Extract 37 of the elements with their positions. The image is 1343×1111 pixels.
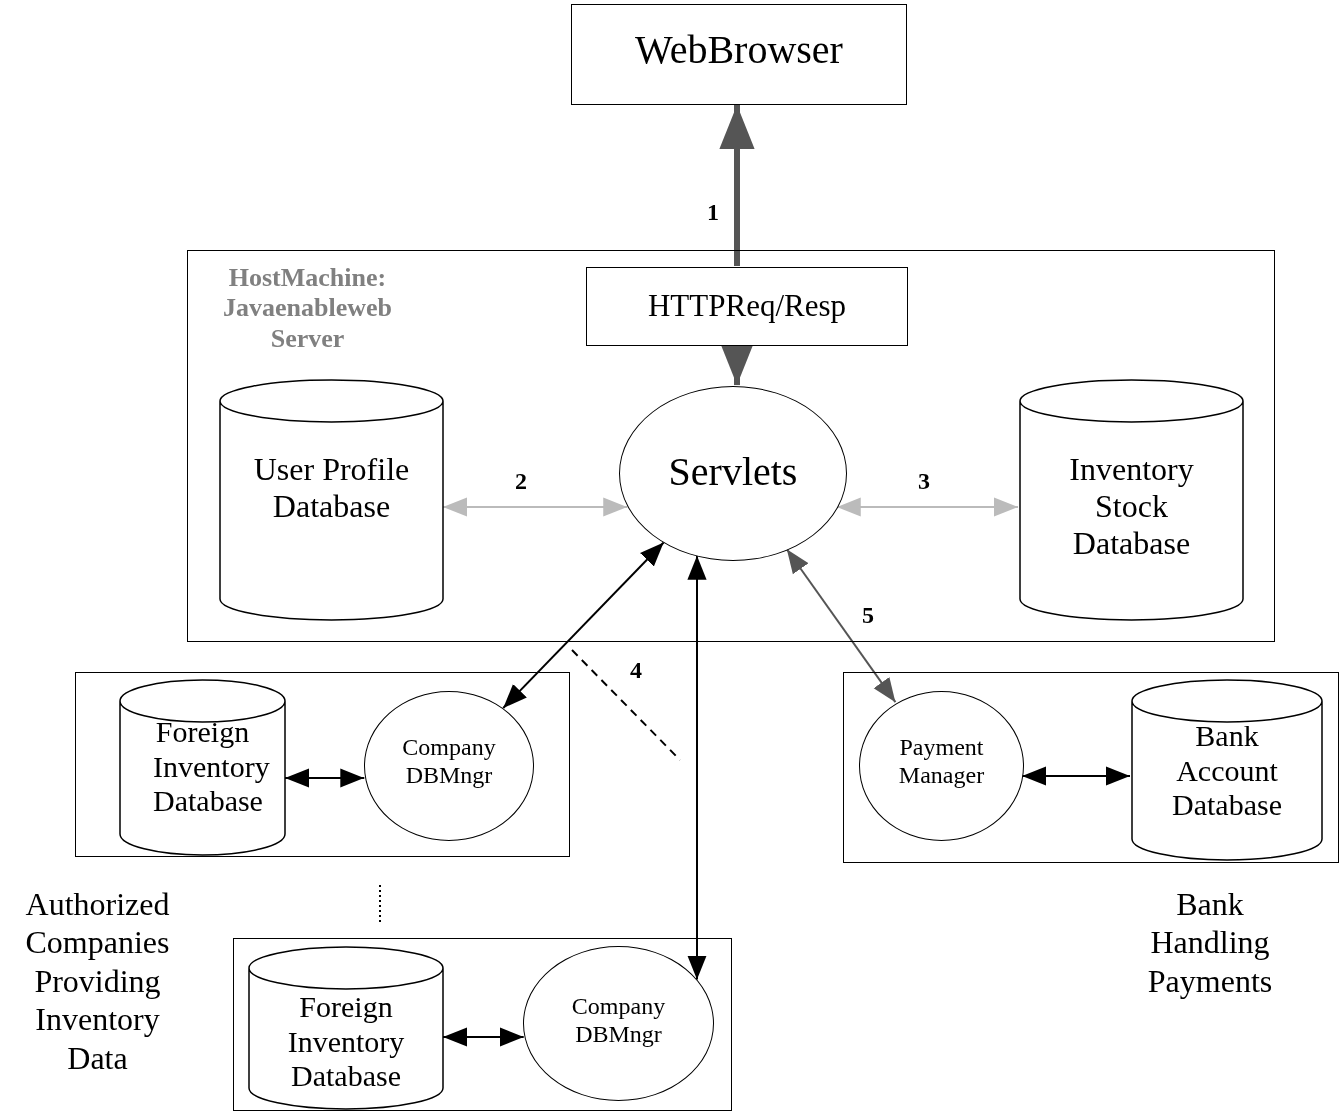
database-cylinder	[1019, 379, 1244, 621]
node-label: Foreign Inventory Database	[286, 990, 406, 1094]
node-label: Servlets	[667, 449, 799, 495]
process-box	[571, 4, 907, 105]
edge-label: 1	[707, 200, 719, 224]
group-frame	[187, 250, 1275, 642]
arrow	[502, 541, 665, 709]
arrow	[719, 105, 755, 266]
database-cylinder	[219, 379, 444, 621]
database-cylinder	[248, 946, 444, 1110]
group-frame	[75, 672, 570, 857]
node-label: User Profile Database	[252, 451, 411, 525]
node-label: Foreign Inventory Database	[152, 715, 271, 819]
arrow	[284, 768, 366, 788]
database-cylinder	[119, 679, 286, 856]
arrow	[1021, 766, 1131, 786]
group-frame	[843, 672, 1339, 863]
step-number: 4	[630, 658, 643, 682]
node-label: Company DBMngr	[401, 734, 497, 790]
process-box	[586, 267, 908, 346]
edge-label: 3	[918, 469, 930, 493]
node-label: Company DBMngr	[570, 993, 667, 1049]
group-frame	[233, 938, 732, 1111]
edge-label: 5	[862, 603, 874, 627]
arrow	[442, 1027, 525, 1047]
arrow	[785, 548, 897, 704]
node-label: Bank Account Database	[1171, 719, 1283, 823]
node-label: WebBrowser	[634, 27, 844, 73]
node-label: Payment Manager	[897, 734, 986, 790]
arrow	[687, 554, 707, 981]
group-caption: Bank Handling Payments	[1146, 885, 1274, 1001]
group-caption: Authorized Companies Providing Inventory Data	[24, 885, 171, 1077]
group-heading: HostMachine: Javaenableweb Server	[222, 263, 393, 355]
node-label: HTTPReq/Resp	[646, 288, 848, 324]
database-cylinder	[1131, 679, 1323, 861]
edge-label: 2	[515, 469, 527, 493]
node-label: Inventory Stock Database	[1068, 451, 1195, 562]
